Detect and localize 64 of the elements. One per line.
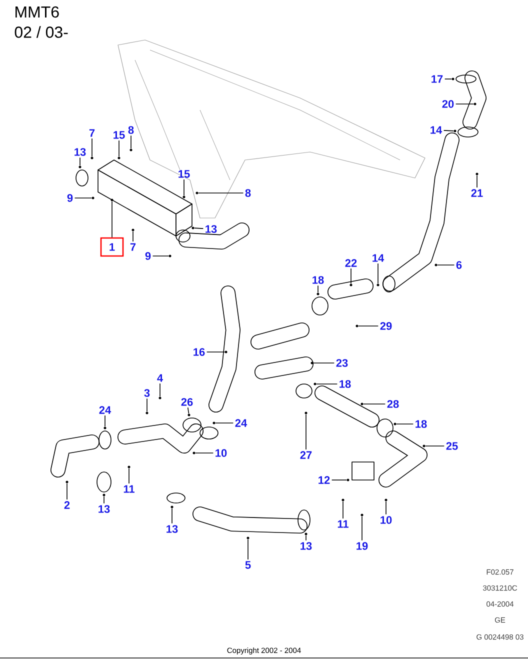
callout-number: 7 xyxy=(130,243,136,251)
leader-line xyxy=(66,483,68,500)
callout-number: 21 xyxy=(471,189,483,197)
callout-number: 16 xyxy=(194,348,205,356)
header-text: 02 / 03- xyxy=(14,26,68,38)
callout-number: 28 xyxy=(387,400,399,408)
callout-number: 9 xyxy=(67,194,73,202)
callout-number: 13 xyxy=(300,542,312,550)
leader-line xyxy=(342,501,344,519)
leader-line xyxy=(118,140,120,157)
callout-number: 13 xyxy=(74,148,86,156)
callout-number: 10 xyxy=(216,449,227,457)
callout-number: 1 xyxy=(100,237,124,257)
callout-number: 6 xyxy=(456,261,462,269)
callout-number: 8 xyxy=(128,126,134,134)
callout-number: 26 xyxy=(181,398,193,406)
callout-number: 18 xyxy=(312,276,324,284)
callout-number: 22 xyxy=(345,259,357,267)
callout-number: 7 xyxy=(89,129,95,137)
leader-line xyxy=(476,175,478,188)
leader-line xyxy=(350,268,352,284)
callout-number: 2 xyxy=(64,501,70,509)
leader-line xyxy=(443,130,454,132)
callout-number: 11 xyxy=(124,485,134,493)
callout-number: 15 xyxy=(178,170,190,178)
leader-line xyxy=(128,468,130,484)
callout-number: 15 xyxy=(114,131,125,139)
callout-number: 18 xyxy=(340,380,351,388)
callout-number: 20 xyxy=(442,100,454,108)
callout-number: 24 xyxy=(235,419,248,427)
callout-number: 12 xyxy=(318,476,330,484)
callout-number: 9 xyxy=(145,252,151,260)
callout-number: 18 xyxy=(416,420,427,428)
callout-number: 27 xyxy=(300,451,312,459)
leader-line xyxy=(104,415,106,427)
leader-line xyxy=(437,264,455,266)
callout-number: 3 xyxy=(144,389,150,397)
leader-line xyxy=(132,231,134,242)
leader-line xyxy=(187,407,190,414)
callout-number: 11 xyxy=(338,520,348,528)
callout-number: 13 xyxy=(98,505,110,513)
leader-line xyxy=(195,452,214,454)
callout-number: 4 xyxy=(157,374,163,382)
leader-line xyxy=(215,422,234,424)
callout-number: 29 xyxy=(380,322,392,330)
leader-line xyxy=(444,78,452,80)
callout-number: 13 xyxy=(206,225,217,233)
callout-number: 19 xyxy=(356,542,368,550)
callout-number: 25 xyxy=(446,442,458,450)
callout-number: 14 xyxy=(372,254,384,262)
leader-line xyxy=(146,398,148,412)
callout-number: 14 xyxy=(430,126,442,134)
callout-number: 23 xyxy=(336,359,348,367)
leader-line xyxy=(130,135,132,149)
callout-number: 5 xyxy=(245,561,251,569)
leader-line xyxy=(198,192,244,194)
leader-line xyxy=(194,228,204,229)
callout-number: 8 xyxy=(245,189,251,197)
leader-line xyxy=(313,362,335,364)
header-text: MMT6 xyxy=(16,6,59,18)
callout-number: 24 xyxy=(99,406,112,414)
callout-number: 17 xyxy=(432,75,443,83)
callout-number: 10 xyxy=(380,516,392,524)
callout-number: 13 xyxy=(166,525,178,533)
